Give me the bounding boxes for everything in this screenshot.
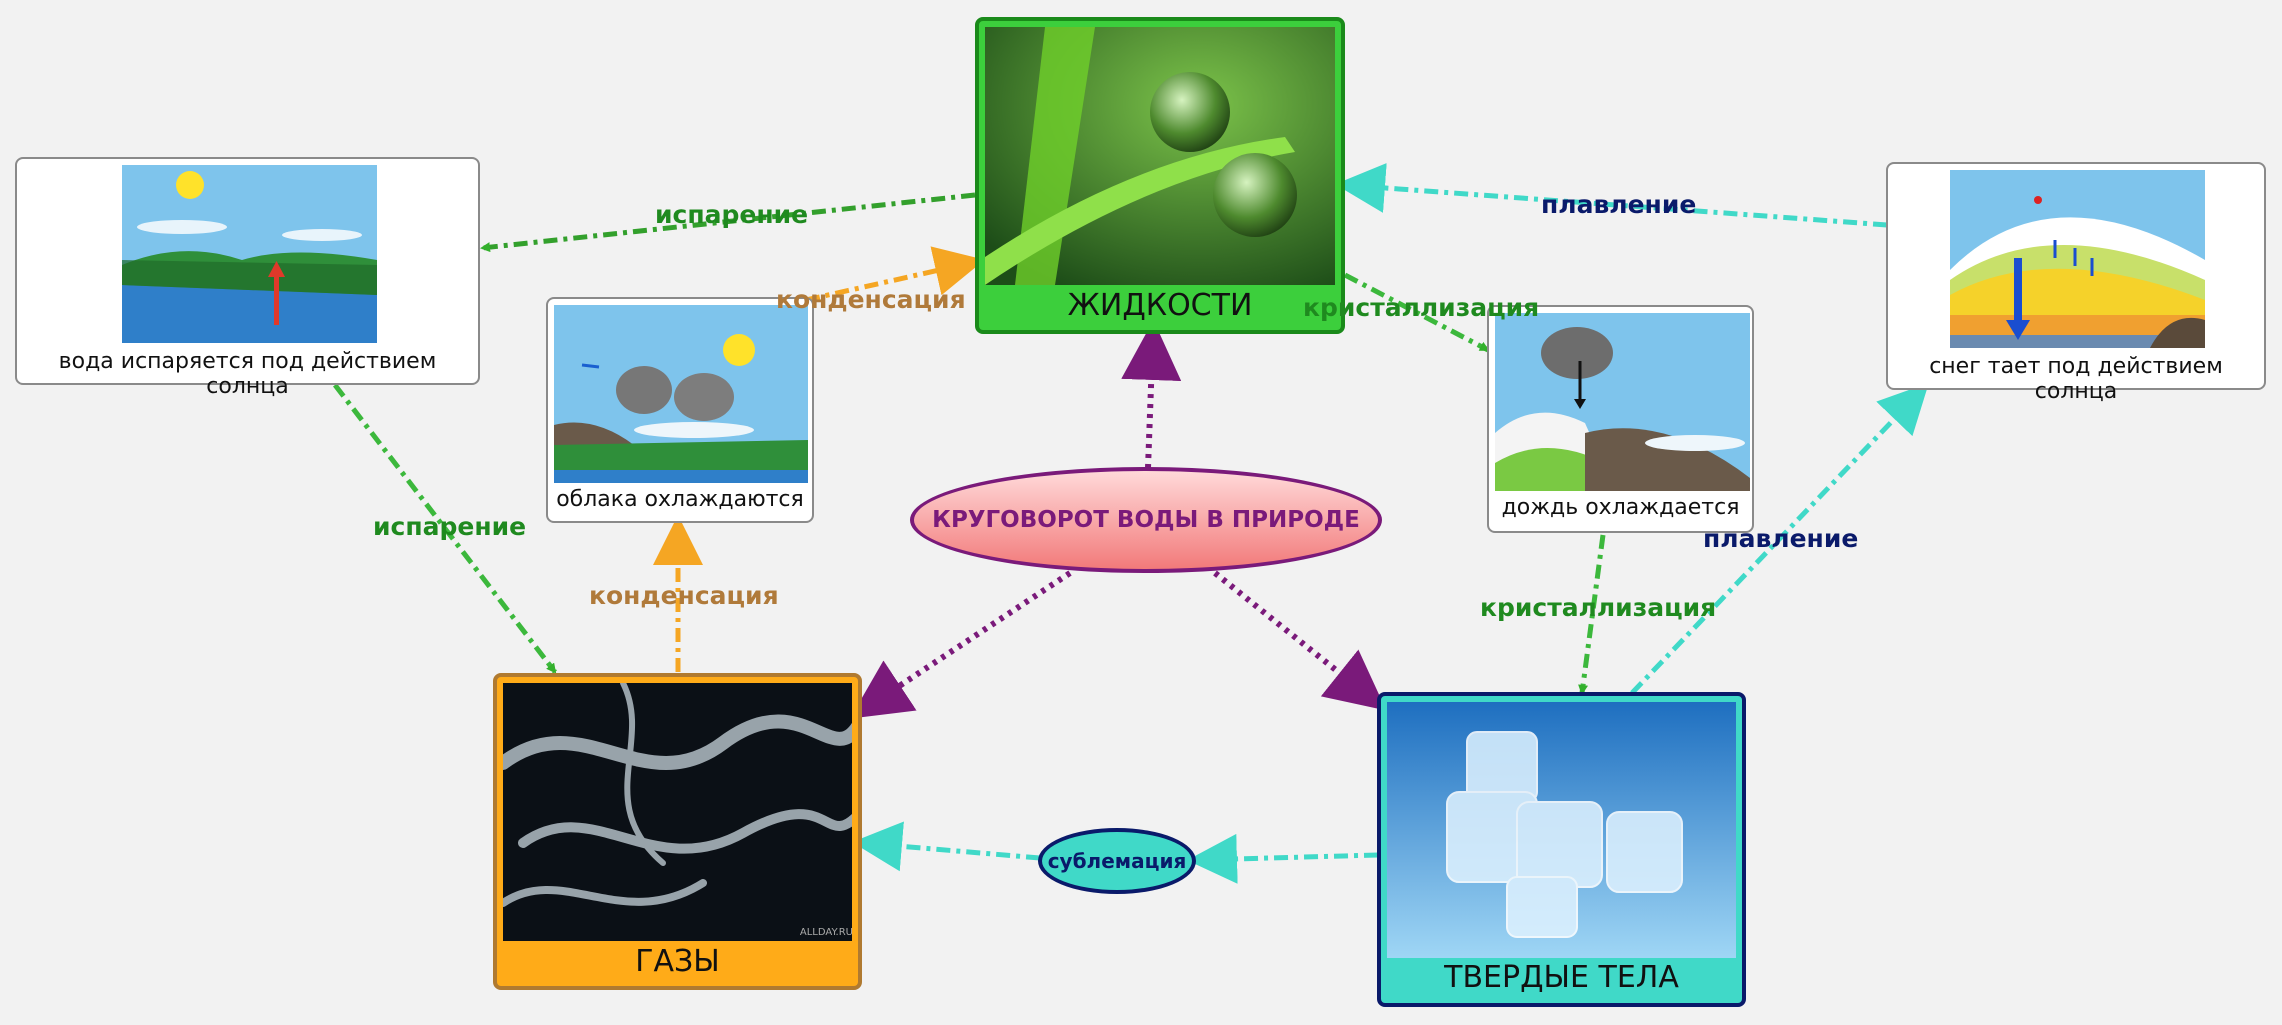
caption-evaporation: вода испаряется под действием солнца [58, 349, 437, 399]
sun-lake-landscape-icon [122, 165, 377, 343]
sublimation-label: сублемация [1047, 849, 1187, 873]
link-sublimation-b [852, 821, 1041, 872]
label-evaporation-left: испарение [373, 512, 527, 541]
caption-clouds: облака охлаждаются [556, 487, 804, 512]
watermark: ALLDAY.RU [800, 927, 852, 938]
center-topic[interactable]: КРУГОВОРОТ ВОДЫ В ПРИРОДЕ [910, 467, 1382, 573]
node-solids[interactable]: ТВЕРДЫЕ ТЕЛА [1377, 692, 1746, 1007]
link-crystallization-mid [1578, 534, 1606, 695]
card-clouds[interactable]: облака охлаждаются [546, 297, 814, 523]
link-melting-right [1630, 382, 1929, 695]
link-center-liquids [1121, 320, 1182, 469]
node-solids-title: ТВЕРДЫЕ ТЕЛА [1444, 960, 1679, 995]
rain-cloud-over-mountain-icon [1495, 313, 1750, 491]
smoke-icon: ALLDAY.RU [503, 683, 852, 941]
node-liquids-title: ЖИДКОСТИ [1067, 288, 1253, 323]
link-melting-top [1335, 163, 1888, 228]
label-condensation-top: конденсация [776, 285, 966, 314]
card-snow[interactable]: снег тает под действием солнца [1886, 162, 2266, 404]
link-evaporation-top [480, 192, 976, 253]
sublimation-node[interactable]: сублемация [1038, 828, 1196, 894]
caption-snow: снег тает под действием солнца [1929, 354, 2223, 404]
link-center-gases [849, 570, 1072, 719]
caption-rain: дождь охлаждается [1501, 495, 1740, 520]
link-crystallization-top [1343, 272, 1490, 353]
center-topic-label: КРУГОВОРОТ ВОДЫ В ПРИРОДЕ [932, 507, 1360, 533]
node-gases-title: ГАЗЫ [635, 944, 720, 979]
node-gases[interactable]: ALLDAY.RU ГАЗЫ [493, 673, 862, 990]
label-evaporation-top: испарение [655, 200, 809, 229]
label-condensation-mid: конденсация [589, 581, 779, 610]
card-evaporation[interactable]: вода испаряется под действием солнца [15, 157, 480, 399]
dewdrop-on-grass-icon [985, 27, 1335, 285]
ice-cubes-icon [1387, 702, 1736, 958]
snow-layers-cross-section-icon [1950, 170, 2205, 348]
link-center-solids [1213, 570, 1387, 711]
label-melting-right: плавление [1703, 524, 1859, 553]
link-sublimation-a [1187, 833, 1379, 884]
link-evaporation-left [333, 383, 557, 674]
label-melting-top: плавление [1541, 190, 1697, 219]
card-rain[interactable]: дождь охлаждается [1487, 305, 1754, 533]
label-crystallization-mid: кристаллизация [1480, 593, 1717, 622]
clouds-over-forest-icon [554, 305, 808, 483]
label-crystallization-top: кристаллизация [1303, 293, 1540, 322]
node-liquids[interactable]: ЖИДКОСТИ [975, 17, 1345, 334]
